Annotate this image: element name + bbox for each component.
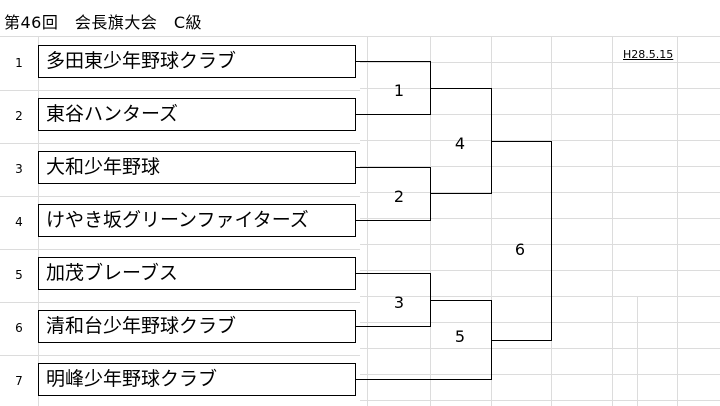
team-name-box: 大和少年野球 [38, 151, 356, 184]
seed-number: 7 [15, 374, 23, 388]
team-name-box: 多田東少年野球クラブ [38, 45, 356, 78]
bracket-line [551, 141, 552, 341]
bracket-line [430, 300, 491, 301]
grid-line [0, 196, 360, 197]
seed-number: 6 [15, 321, 23, 335]
grid-line [0, 249, 360, 250]
game-number: 6 [514, 240, 526, 259]
bracket-line [491, 340, 551, 341]
grid-line [360, 218, 720, 219]
bracket-line [356, 220, 430, 221]
grid-line [360, 244, 720, 245]
tournament-title: 第46回 会長旗大会 C級 [4, 13, 203, 32]
grid-line [0, 143, 360, 144]
grid-line [0, 302, 360, 303]
grid-line [367, 36, 368, 406]
bracket-line [356, 61, 430, 62]
grid-line [677, 36, 678, 406]
grid-line [491, 36, 492, 406]
seed-number: 2 [15, 109, 23, 123]
bracket-line [356, 379, 491, 380]
grid-line [360, 348, 720, 349]
team-name-box: けやき坂グリーンファイターズ [38, 204, 356, 237]
seed-number: 5 [15, 268, 23, 282]
grid-line [612, 36, 613, 406]
bracket-line [430, 193, 491, 194]
grid-line [360, 140, 720, 141]
game-number: 2 [393, 187, 405, 206]
grid-line [0, 355, 360, 356]
grid-line [637, 297, 638, 406]
seed-number: 3 [15, 162, 23, 176]
grid-line [360, 166, 720, 167]
bracket-line [356, 326, 430, 327]
grid-line [430, 36, 431, 406]
team-name-box: 明峰少年野球クラブ [38, 363, 356, 396]
bracket-line [430, 88, 491, 89]
bracket-line [356, 114, 430, 115]
team-name-box: 東谷ハンターズ [38, 98, 356, 131]
grid-line [0, 36, 720, 37]
grid-line [360, 296, 720, 297]
seed-number: 1 [15, 56, 23, 70]
grid-line [360, 270, 720, 271]
event-date: H28.5.15 [623, 48, 674, 61]
bracket-line [356, 167, 430, 168]
grid-line [360, 114, 720, 115]
bracket-line [430, 167, 431, 221]
grid-line [360, 374, 720, 375]
game-number: 4 [454, 134, 466, 153]
grid-line [360, 62, 720, 63]
game-number: 1 [393, 81, 405, 100]
grid-line [360, 322, 720, 323]
team-name-box: 加茂ブレーブス [38, 257, 356, 290]
bracket-line [356, 273, 430, 274]
team-name-box: 清和台少年野球クラブ [38, 310, 356, 343]
grid-line [360, 88, 720, 89]
game-number: 5 [454, 327, 466, 346]
grid-line [0, 90, 360, 91]
game-number: 3 [393, 293, 405, 312]
bracket-line [491, 141, 551, 142]
seed-number: 4 [15, 215, 23, 229]
grid-line [360, 192, 720, 193]
grid-line [360, 400, 720, 401]
